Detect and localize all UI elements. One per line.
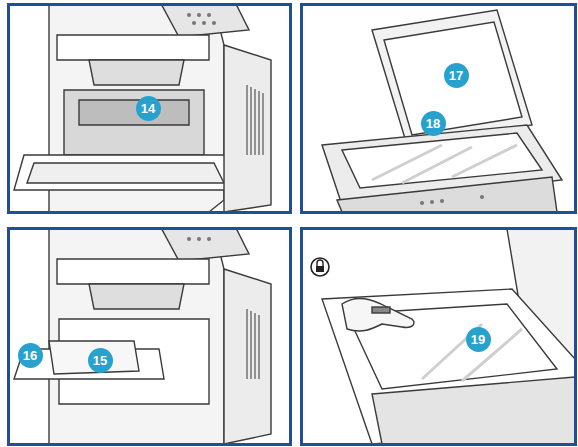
panel-scanner-glass xyxy=(322,10,562,212)
callout-number: 14 xyxy=(136,96,161,121)
callout-number: 17 xyxy=(444,63,469,88)
callout-number: 15 xyxy=(88,348,113,373)
callout-number: 16 xyxy=(18,343,43,368)
panel-front-door xyxy=(14,0,271,212)
callout-number: 19 xyxy=(466,327,491,352)
callout-number: 18 xyxy=(421,111,446,136)
panel-frame xyxy=(9,5,576,445)
panel-lid-lock xyxy=(311,224,575,444)
panel-bypass-tray xyxy=(14,224,271,444)
